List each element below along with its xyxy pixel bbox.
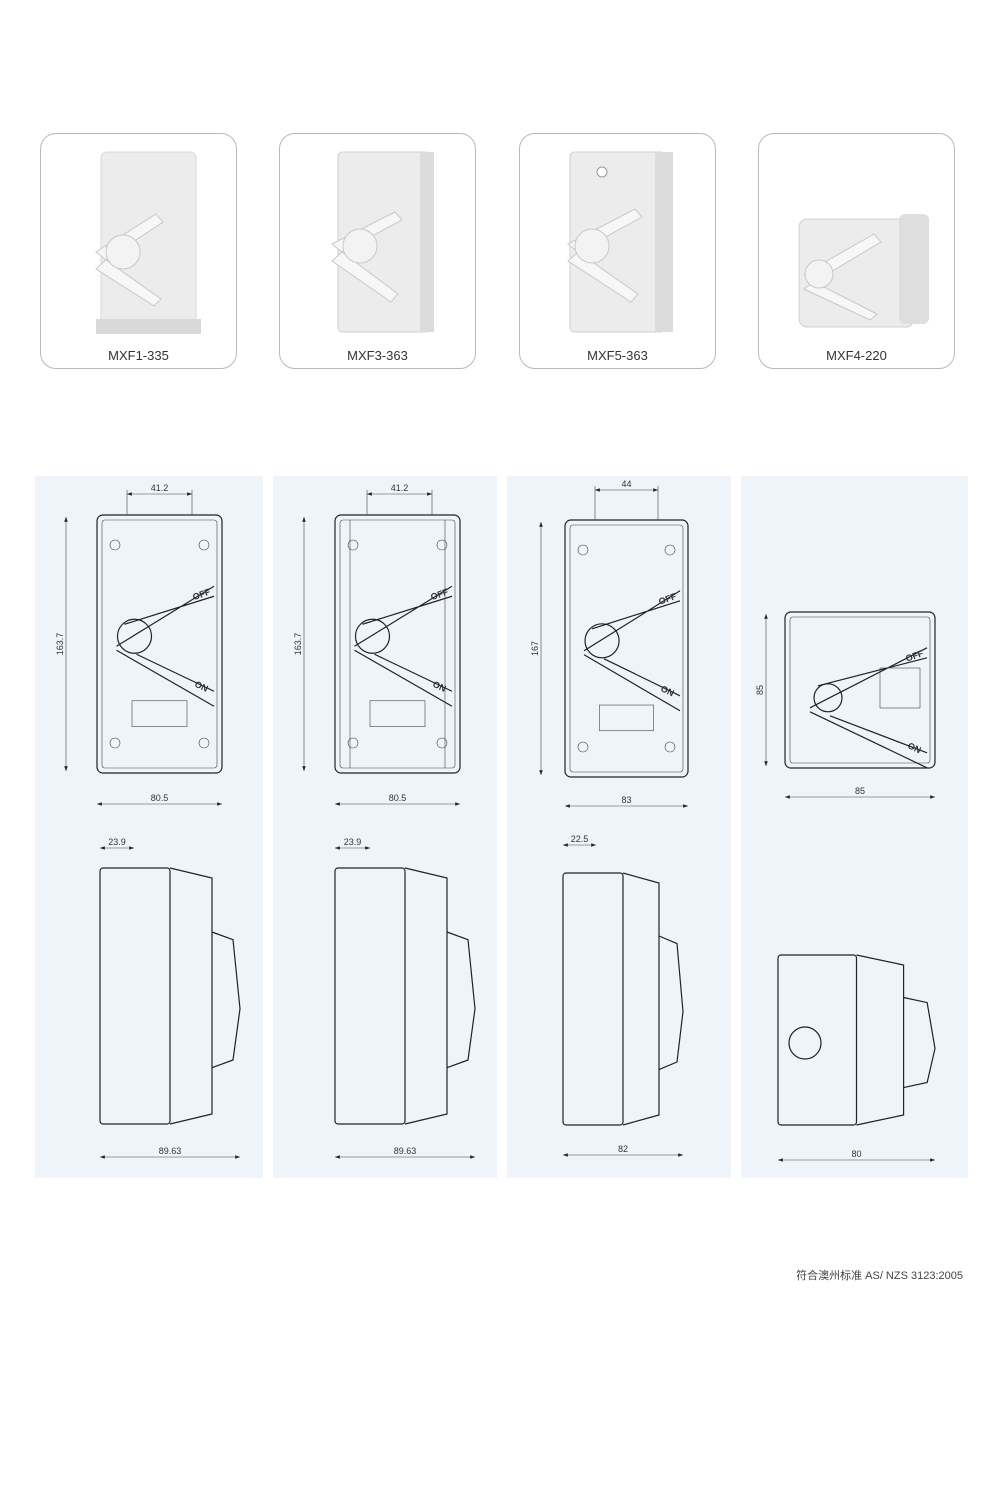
screw-icon xyxy=(347,539,359,551)
enclosure-outline xyxy=(96,514,223,774)
side-body xyxy=(334,867,406,1125)
product-card-mxf3-363: MXF3-363 xyxy=(279,133,476,369)
product-card-mxf5-363: MXF5-363 xyxy=(519,133,716,369)
screw-icon xyxy=(109,737,121,749)
side-body xyxy=(777,954,858,1126)
screw-icon xyxy=(664,544,676,556)
side-cover xyxy=(404,867,448,1125)
dimension-label: 22.5 xyxy=(571,834,589,844)
product-model-label: MXF5-363 xyxy=(587,348,648,363)
dimension-label: 83 xyxy=(621,795,631,805)
product-photo xyxy=(567,151,673,333)
drawing-panel-mxf5-363 xyxy=(507,476,731,1178)
dimension-label: 85 xyxy=(755,685,765,695)
screw-icon xyxy=(436,539,448,551)
dimension-label: 80.5 xyxy=(151,793,169,803)
dimension-label: 41.2 xyxy=(151,483,169,493)
label-window xyxy=(599,704,654,732)
handle-guide xyxy=(809,647,928,769)
dimension-label: 23.9 xyxy=(108,837,126,847)
side-body xyxy=(562,872,624,1126)
dimension-label: 163.7 xyxy=(55,633,65,656)
dimension-label: 23.9 xyxy=(344,837,362,847)
on-label: ON xyxy=(659,684,675,699)
enclosure-inner xyxy=(789,616,931,764)
dimension-label: 41.2 xyxy=(391,483,409,493)
enclosure-inner xyxy=(101,519,218,769)
dimension-label: 163.7 xyxy=(293,633,303,656)
rotary-knob xyxy=(813,683,843,713)
dimension-label: 89.63 xyxy=(159,1146,182,1156)
product-model-label: MXF1-335 xyxy=(108,348,169,363)
enclosure-inner xyxy=(569,524,684,773)
on-label: ON xyxy=(193,679,209,694)
drawing-panel-mxf1-335 xyxy=(35,476,263,1178)
screw-icon xyxy=(347,737,359,749)
product-photo xyxy=(95,151,201,334)
screw-icon xyxy=(198,737,210,749)
enclosure-outline xyxy=(784,611,936,769)
dimension-label: 80 xyxy=(851,1149,861,1159)
drawing-panel-mxf4-220 xyxy=(741,476,968,1178)
screw-icon xyxy=(198,539,210,551)
rotary-knob xyxy=(116,618,153,654)
label-window xyxy=(879,667,921,709)
product-model-label: MXF3-363 xyxy=(347,348,408,363)
enclosure-outline xyxy=(334,514,461,774)
handle-guide xyxy=(583,590,681,712)
side-handle xyxy=(903,996,936,1089)
product-photo xyxy=(798,214,929,328)
side-cover xyxy=(856,954,905,1126)
rotary-knob xyxy=(584,623,620,659)
side-cover xyxy=(169,867,213,1125)
enclosure-outline xyxy=(564,519,689,778)
product-model-label: MXF4-220 xyxy=(826,348,887,363)
dimension-label: 89.63 xyxy=(394,1146,417,1156)
screw-icon xyxy=(577,741,589,753)
rotary-knob xyxy=(354,618,391,654)
on-label: ON xyxy=(906,741,922,756)
enclosure-inner xyxy=(339,519,456,769)
cable-entry xyxy=(788,1026,822,1060)
side-body xyxy=(99,867,171,1125)
product-card-mxf1-335: MXF1-335 xyxy=(40,133,237,369)
product-card-mxf4-220: MXF4-220 xyxy=(758,133,955,369)
dimension-label: 82 xyxy=(618,1144,628,1154)
dimension-label: 85 xyxy=(855,786,865,796)
dimension-label: 44 xyxy=(621,479,631,489)
side-handle xyxy=(446,931,476,1069)
product-photo xyxy=(331,151,434,333)
screw-icon xyxy=(664,741,676,753)
screw-icon xyxy=(436,737,448,749)
side-handle xyxy=(211,931,241,1069)
screw-icon xyxy=(109,539,121,551)
handle-guide xyxy=(354,585,453,707)
handle-guide xyxy=(116,585,215,707)
side-handle xyxy=(658,935,684,1071)
standard-compliance-note: 符合澳州标准 AS/ NZS 3123:2005 xyxy=(796,1270,963,1282)
label-window xyxy=(131,700,188,727)
dimension-label: 167 xyxy=(530,641,540,656)
dimension-label: 80.5 xyxy=(389,793,407,803)
screw-icon xyxy=(577,544,589,556)
label-window xyxy=(369,700,426,727)
side-cover xyxy=(622,872,660,1126)
